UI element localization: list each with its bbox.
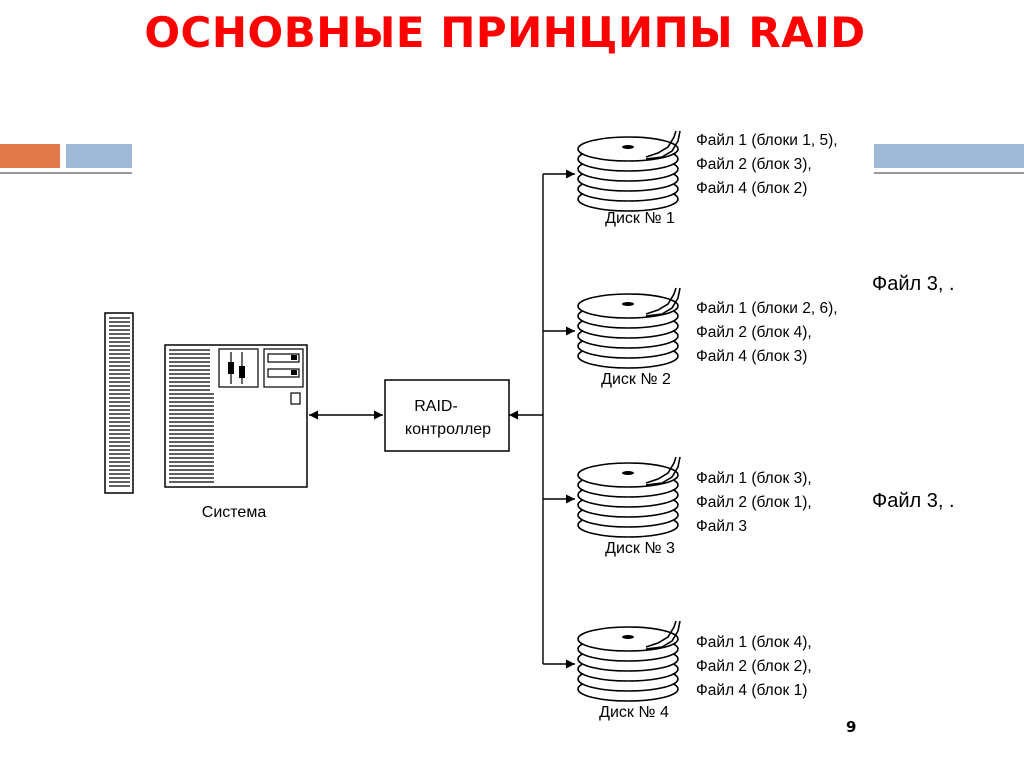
system-unit-icon (164, 344, 308, 488)
disk-1-icon (577, 130, 681, 212)
disk-2: Файл 1 (блоки 2, 6), Файл 2 (блок 4), Фа… (543, 287, 838, 388)
disk-2-icon (577, 287, 681, 369)
disk-2-line-3: Файл 4 (блок 3) (696, 348, 807, 365)
header-bars-left (0, 144, 132, 174)
header-bars-right (874, 144, 1024, 174)
disk-2-line-1: Файл 1 (блоки 2, 6), (696, 300, 838, 317)
disk-4-line-1: Файл 1 (блок 4), (696, 634, 812, 651)
disk-4-label: Диск № 4 (599, 704, 669, 721)
disk-3: Файл 1 (блок 3), Файл 2 (блок 1), Файл 3… (543, 456, 812, 557)
system-label: Система (202, 504, 267, 521)
disk-1-line-1: Файл 1 (блоки 1, 5), (696, 132, 838, 149)
disk-1-line-3: Файл 4 (блок 2) (696, 180, 807, 197)
disk-3-icon (577, 456, 681, 538)
blue-bar-left (66, 144, 132, 168)
disk-4-line-3: Файл 4 (блок 1) (696, 682, 807, 699)
page-number: 9 (846, 718, 857, 736)
blue-bar-right (874, 144, 1024, 168)
disk-3-line-1: Файл 1 (блок 3), (696, 470, 812, 487)
disk-1-line-2: Файл 2 (блок 3), (696, 156, 812, 173)
disk-2-line-2: Файл 2 (блок 4), (696, 324, 812, 341)
slide-title: ОСНОВНЫЕ ПРИНЦИПЫ RAID (144, 8, 866, 57)
overflow-fragment-1: Файл 3, . (872, 273, 955, 295)
disk-3-label: Диск № 3 (605, 540, 675, 557)
disk-1: Файл 1 (блоки 1, 5), Файл 2 (блок 3), Фа… (543, 130, 838, 227)
disk-1-label: Диск № 1 (605, 210, 675, 227)
monitor-panel (104, 312, 134, 494)
disk-4-line-2: Файл 2 (блок 2), (696, 658, 812, 675)
disk-4: Файл 1 (блок 4), Файл 2 (блок 2), Файл 4… (543, 620, 812, 721)
disk-3-line-2: Файл 2 (блок 1), (696, 494, 812, 511)
disk-2-label: Диск № 2 (601, 371, 671, 388)
orange-bar (0, 144, 60, 168)
disk-4-icon (577, 620, 681, 702)
raid-controller-box: RAID- контроллер (384, 379, 510, 452)
disk-3-line-3: Файл 3 (696, 518, 747, 535)
controller-label-line-1: RAID- (414, 398, 458, 415)
controller-label-line-2: контроллер (405, 421, 491, 438)
overflow-fragment-2: Файл 3, . (872, 490, 955, 512)
